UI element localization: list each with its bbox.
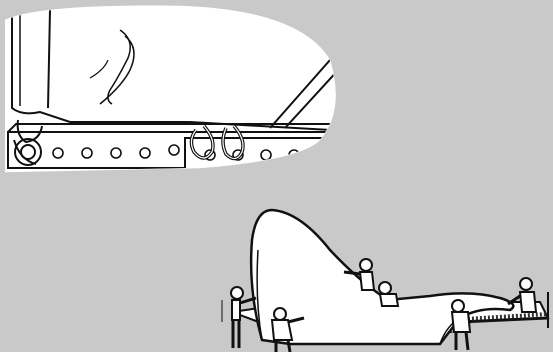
- detail-inset: [5, 6, 348, 172]
- worker-figure: [379, 282, 398, 306]
- cover-sheet: [251, 210, 513, 344]
- installation-scene: [222, 210, 548, 352]
